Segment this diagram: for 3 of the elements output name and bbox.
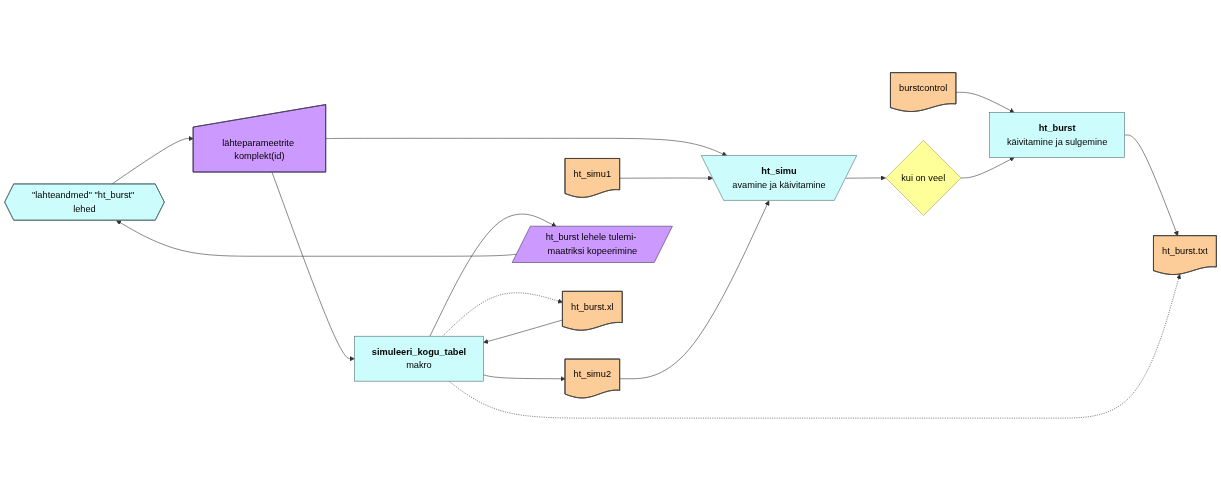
node-diamond: kui on veel [885,139,962,216]
node-box: ht_burst käivitamine ja sulgemine [989,111,1125,158]
node-box: simuleeri_kogu_tabel makro [354,335,484,382]
